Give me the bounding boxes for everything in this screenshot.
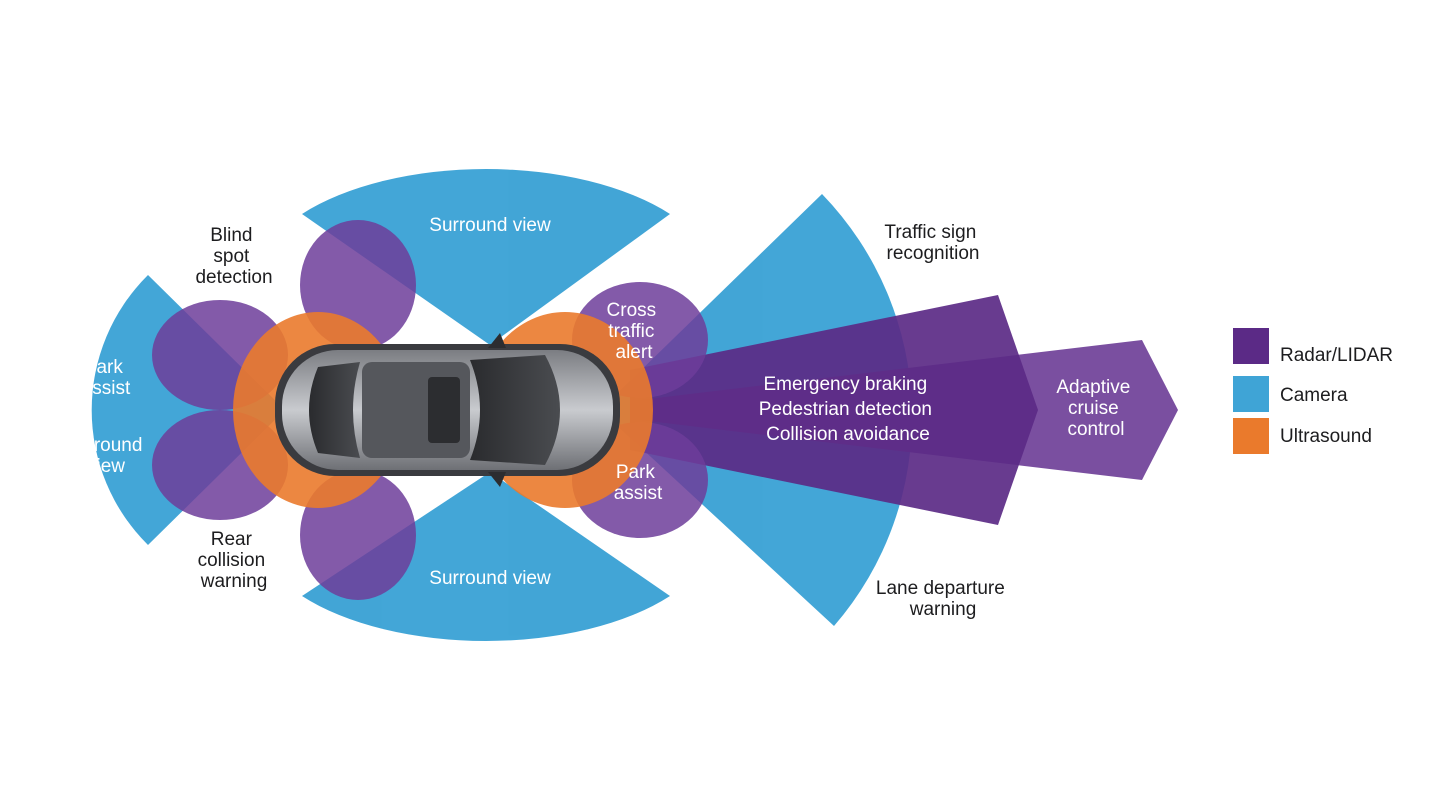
radar-zone-mid-range <box>630 295 1038 525</box>
legend: Radar/LIDAR Camera Ultrasound <box>1233 328 1393 454</box>
camera-zone-surround-top <box>302 169 670 345</box>
label-surround-view-top: Surround view <box>429 215 551 236</box>
label-surround-view-rear: Surround view <box>64 435 147 477</box>
legend-label-radar: Radar/LIDAR <box>1280 345 1393 366</box>
camera-zone-rear <box>91 275 285 545</box>
label-blind-spot-detection: Blind spot detection <box>195 225 272 288</box>
legend-swatch-ultrasound <box>1233 418 1269 454</box>
label-rear-collision-warning: Rear collision warning <box>198 529 271 592</box>
label-park-assist-front: Park assist <box>614 462 663 504</box>
legend-label-ultrasound: Ultrasound <box>1280 426 1372 447</box>
label-front-radar-functions: Emergency braking Pedestrian detection C… <box>759 374 938 445</box>
camera-zone-surround-bottom <box>302 472 670 641</box>
legend-swatch-radar <box>1233 328 1269 364</box>
label-cross-traffic-alert: Cross traffic alert <box>607 300 662 363</box>
label-traffic-sign-recognition: Traffic sign recognition <box>884 222 981 264</box>
label-lane-departure-warning: Lane departure warning <box>876 578 1010 620</box>
label-surround-view-bottom: Surround view <box>429 568 551 589</box>
label-adaptive-cruise-control: Adaptive cruise control <box>1056 377 1135 440</box>
legend-label-camera: Camera <box>1280 385 1348 406</box>
legend-swatch-camera <box>1233 376 1269 412</box>
label-park-assist-rear: Park assist <box>82 357 131 399</box>
car-top-view <box>275 333 620 487</box>
